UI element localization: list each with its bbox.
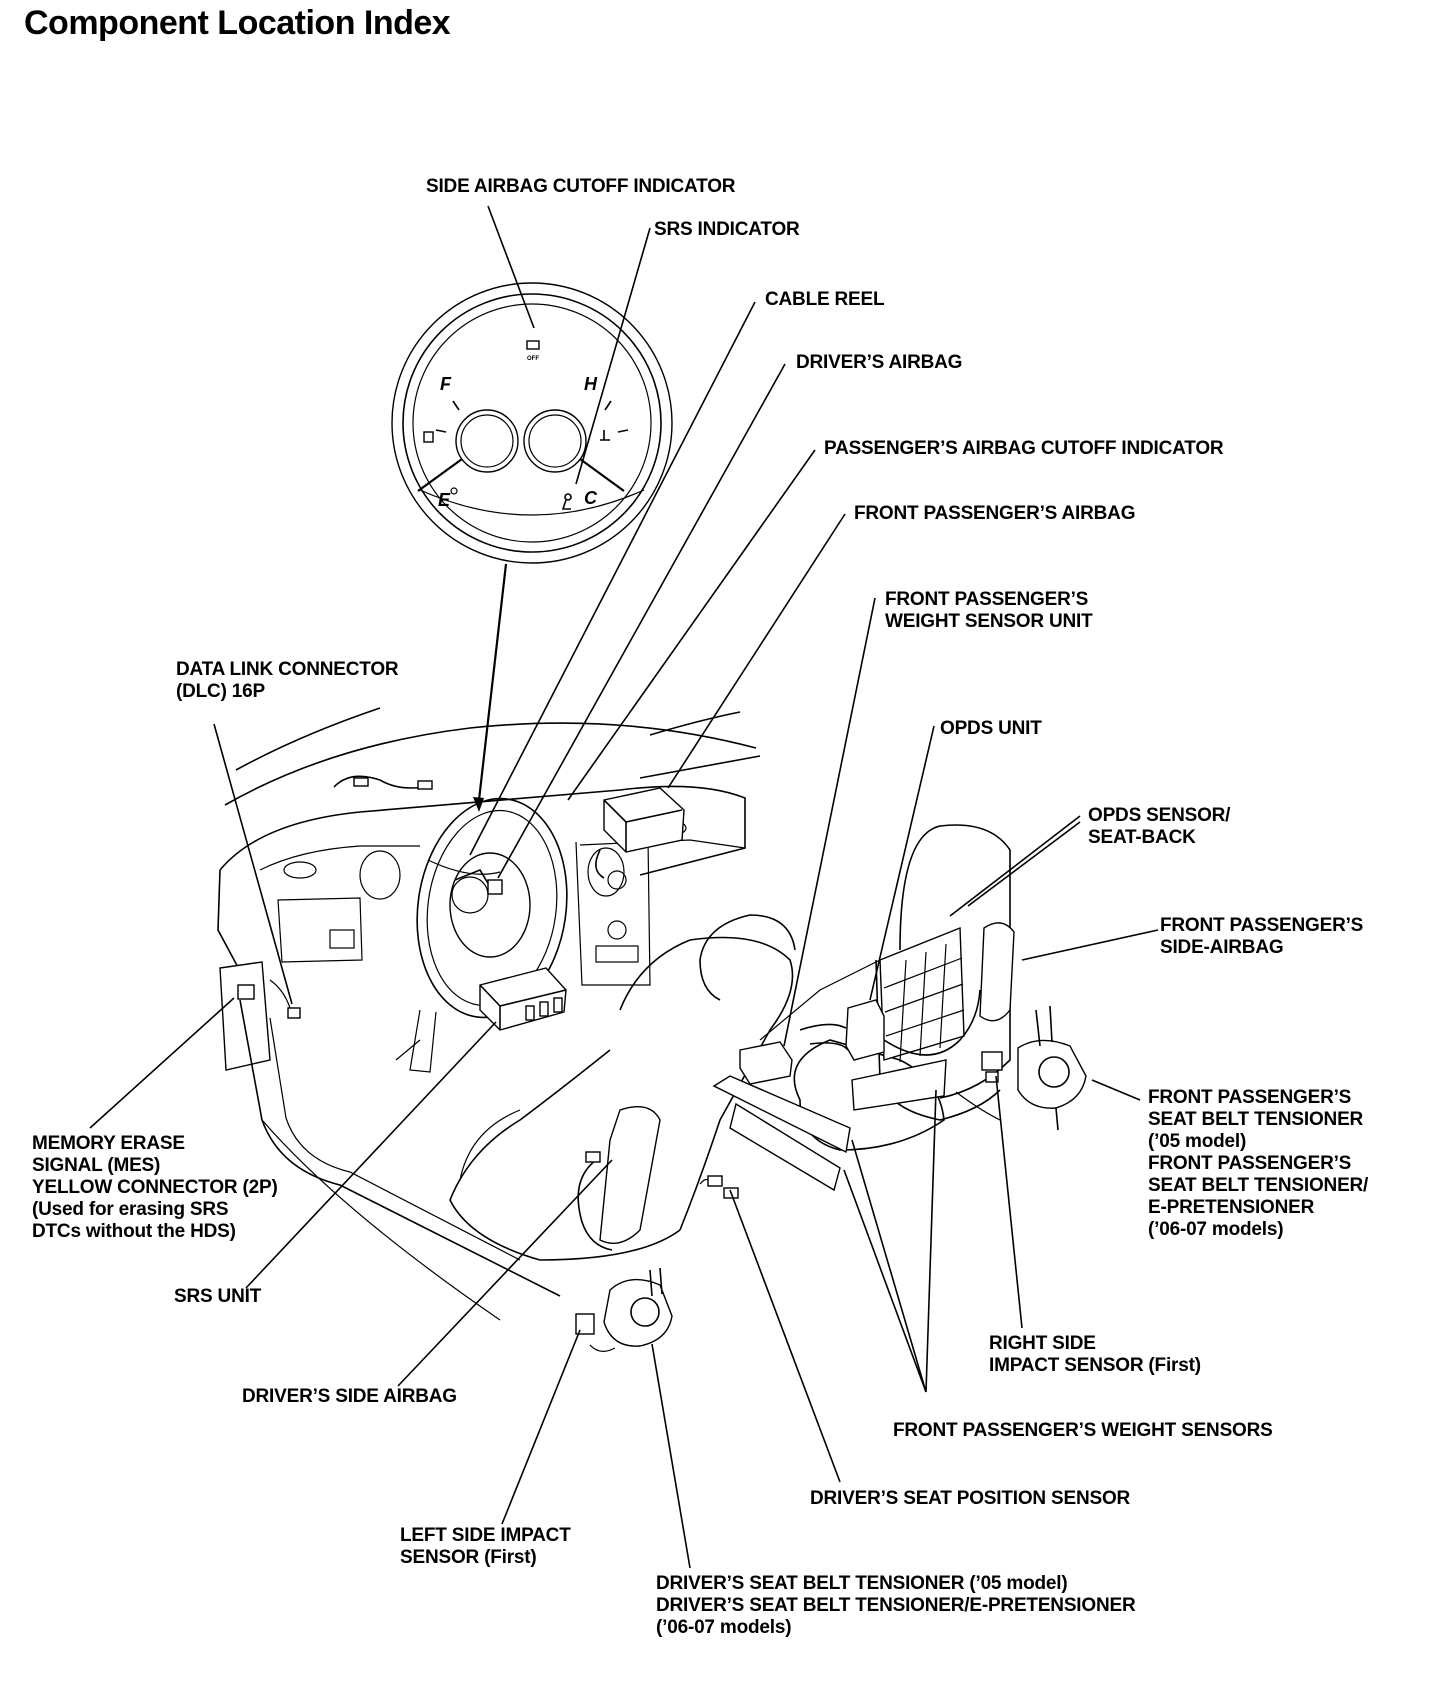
driver-belt-tensioner-leader	[651, 1343, 691, 1569]
label-line: (’05 model)	[1148, 1131, 1247, 1152]
label-line: IMPACT SENSOR (First)	[989, 1355, 1201, 1376]
gauge-f-label: F	[440, 374, 452, 394]
front-passenger-side-airbag-leader	[1021, 929, 1159, 961]
label-line: DTCs without the HDS)	[32, 1221, 236, 1242]
label-opds-sensor: OPDS SENSOR/SEAT-BACK	[1088, 805, 1230, 849]
gauge-c-label: C	[584, 488, 598, 508]
label-line: SIDE-AIRBAG	[1160, 937, 1284, 958]
label-drivers-airbag: DRIVER’S AIRBAG	[796, 352, 962, 374]
gauge-to-cluster-arrow	[473, 797, 484, 812]
weight-sensor-unit-leader	[783, 597, 876, 1047]
label-line: LEFT SIDE IMPACT	[400, 1525, 571, 1546]
label-line: DRIVER’S AIRBAG	[796, 352, 963, 373]
weight-sensors-leader-2	[843, 1169, 927, 1393]
label-side-airbag-cutoff-indicator: SIDE AIRBAG CUTOFF INDICATOR	[426, 176, 736, 198]
label-line: FRONT PASSENGER’S	[1148, 1153, 1352, 1174]
side-airbag-cutoff-leader	[487, 205, 535, 329]
label-line: (DLC) 16P	[176, 681, 265, 702]
label-line: SEAT BELT TENSIONER/	[1148, 1175, 1369, 1196]
label-srs-unit: SRS UNIT	[174, 1286, 261, 1308]
label-line: (Used for erasing SRS	[32, 1199, 229, 1220]
label-opds-unit: OPDS UNIT	[940, 718, 1042, 740]
seat-position-leader	[729, 1189, 841, 1483]
label-line: FRONT PASSENGER’S	[1148, 1087, 1352, 1108]
front-passenger-airbag-leader	[667, 513, 846, 789]
label-line: RIGHT SIDE	[989, 1333, 1096, 1354]
gauge-e-label: E	[438, 490, 451, 510]
label-line: OPDS UNIT	[940, 718, 1042, 739]
label-line: FRONT PASSENGER’S WEIGHT SENSORS	[893, 1420, 1273, 1441]
left-side-impact-leader	[501, 1329, 581, 1525]
drivers-side-airbag-leader	[397, 1159, 613, 1387]
label-front-passenger-airbag: FRONT PASSENGER’S AIRBAG	[854, 503, 1135, 525]
passenger-cutoff-leader	[567, 449, 816, 801]
label-line: FRONT PASSENGER’S	[1160, 915, 1364, 936]
label-line: DRIVER’S SIDE AIRBAG	[242, 1386, 457, 1407]
label-passenger-airbag-cutoff-indicator: PASSENGER’S AIRBAG CUTOFF INDICATOR	[824, 438, 1224, 460]
gauge-to-cluster-leader	[477, 563, 508, 801]
dlc-leader	[213, 723, 293, 1005]
label-data-link-connector: DATA LINK CONNECTOR(DLC) 16P	[176, 659, 399, 703]
label-line: MEMORY ERASE	[32, 1133, 185, 1154]
weight-sensors-leader-1	[851, 1139, 927, 1393]
label-line: DRIVER’S SEAT POSITION SENSOR	[810, 1488, 1131, 1509]
label-line: DATA LINK CONNECTOR	[176, 659, 399, 680]
drivers-airbag-leader	[497, 363, 786, 879]
label-line: YELLOW CONNECTOR (2P)	[32, 1177, 278, 1198]
label-line: CABLE REEL	[765, 289, 885, 310]
leader-lines	[89, 205, 1159, 1569]
label-line: DRIVER’S SEAT BELT TENSIONER/E-PRETENSIO…	[656, 1595, 1136, 1616]
label-line: DRIVER’S SEAT BELT TENSIONER (’05 model)	[656, 1573, 1068, 1594]
gauge-cluster-illustration: OFF F E H C	[391, 282, 673, 564]
label-line: SIGNAL (MES)	[32, 1155, 161, 1176]
label-line: (’06-07 models)	[1148, 1219, 1284, 1240]
page-title: Component Location Index	[24, 4, 451, 42]
opds-sensor-leader-1	[949, 815, 1081, 917]
label-srs-indicator: SRS INDICATOR	[654, 219, 800, 241]
svg-text:OFF: OFF	[527, 356, 539, 362]
label-line: (’06-07 models)	[656, 1617, 792, 1638]
weight-sensors-leader-3	[925, 1089, 937, 1393]
label-line: SENSOR (First)	[400, 1547, 537, 1568]
label-line: E-PRETENSIONER	[1148, 1197, 1315, 1218]
label-line: SEAT BELT TENSIONER	[1148, 1109, 1364, 1130]
srs-indicator-leader	[575, 227, 651, 485]
gauge-h-label: H	[584, 374, 598, 394]
label-drivers-seat-position-sensor: DRIVER’S SEAT POSITION SENSOR	[810, 1488, 1130, 1510]
vehicle-interior-illustration	[217, 707, 1087, 1352]
passenger-belt-tensioner-leader	[1091, 1079, 1141, 1101]
mes-leader	[89, 997, 235, 1129]
label-line: OPDS SENSOR/	[1088, 805, 1231, 826]
label-line: PASSENGER’S AIRBAG CUTOFF INDICATOR	[824, 438, 1224, 459]
cable-reel-leader	[469, 301, 756, 856]
right-side-impact-leader	[995, 1075, 1023, 1329]
label-cable-reel: CABLE REEL	[765, 289, 885, 311]
label-line: SRS INDICATOR	[654, 219, 800, 240]
label-drivers-side-airbag: DRIVER’S SIDE AIRBAG	[242, 1386, 457, 1408]
label-line: FRONT PASSENGER’S AIRBAG	[854, 503, 1136, 524]
opds-sensor-leader-2	[967, 821, 1081, 907]
label-line: FRONT PASSENGER’S	[885, 589, 1089, 610]
opds-unit-leader	[869, 725, 935, 1001]
label-line: WEIGHT SENSOR UNIT	[885, 611, 1093, 632]
label-line: SIDE AIRBAG CUTOFF INDICATOR	[426, 176, 736, 197]
label-line: SRS UNIT	[174, 1286, 262, 1307]
label-passenger-weight-sensors: FRONT PASSENGER’S WEIGHT SENSORS	[893, 1420, 1273, 1442]
label-line: SEAT-BACK	[1088, 827, 1196, 848]
label-driver-seat-belt-tensioner: DRIVER’S SEAT BELT TENSIONER (’05 model)…	[656, 1573, 1136, 1639]
srs-unit-leader	[245, 1021, 497, 1289]
